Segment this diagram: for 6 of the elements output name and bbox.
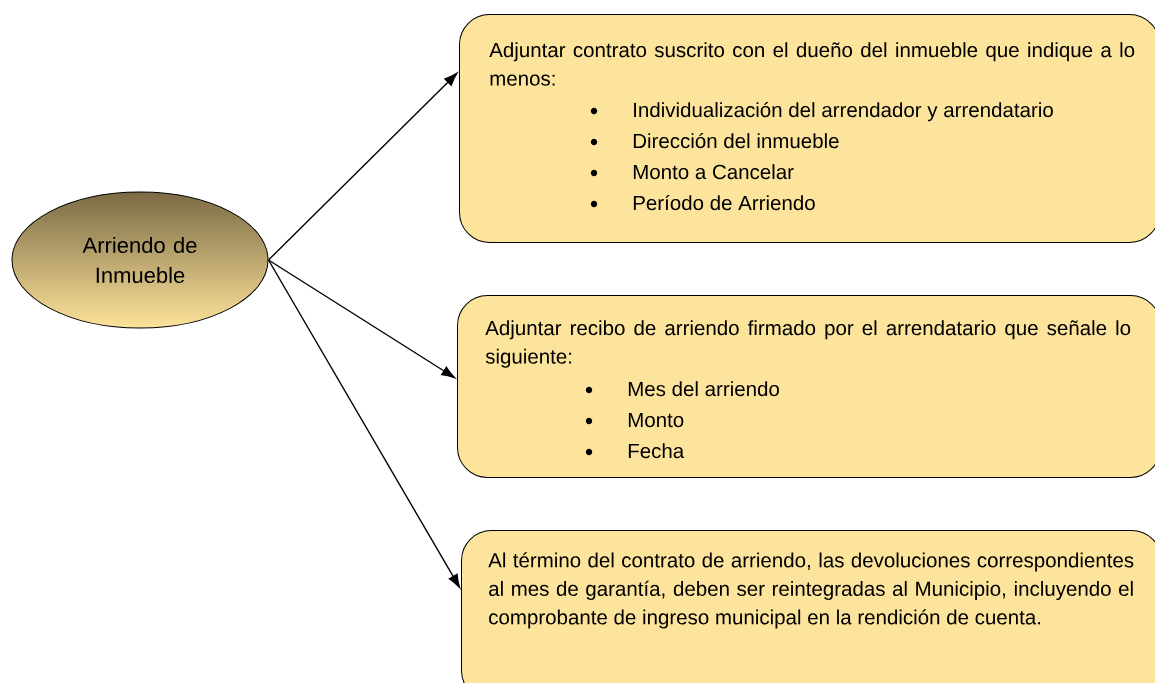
arrow (267, 72, 458, 261)
rounded-box: Al término del contrato de arriendo, las devoluciones correspondientes al mes de garantía, deben ser reintegradas al Municipio, incluyendo el comprobante de ingreso municipal en la rendición de cuenta. (461, 530, 1155, 683)
arrow (267, 259, 456, 379)
rounded-box: Adjuntar contrato suscrito con el dueño del inmueble que indique a lo menos: Individualización del arrendador y arrendatario Dirección del inmueble Monto a Cancelar Período de Arriendo (459, 14, 1155, 243)
rounded-box: Adjuntar recibo de arriendo firmado por el arrendatario que señale lo siguiente: Mes del arriendo Monto Fecha (457, 295, 1155, 478)
arrow (267, 259, 461, 588)
